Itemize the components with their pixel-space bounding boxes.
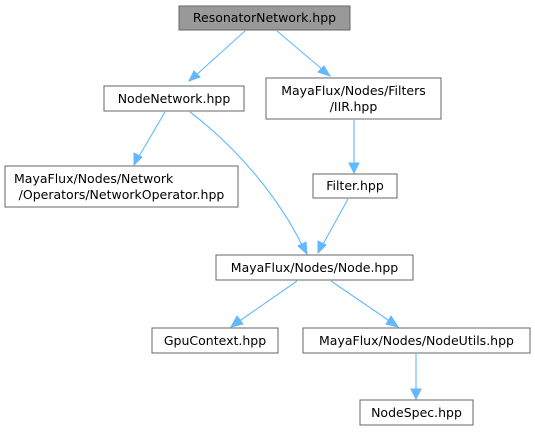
edge-nodenetwork-to-node <box>189 111 308 256</box>
node-label-line-2: /IIR.hpp <box>330 99 378 114</box>
edge-node-to-gpucontext <box>230 280 298 328</box>
node-label-line-2: /Operators/NetworkOperator.hpp <box>19 187 225 202</box>
node-label: Filter.hpp <box>326 178 384 193</box>
node-node[interactable]: MayaFlux/Nodes/Node.hpp <box>215 254 414 281</box>
node-nodeutils[interactable]: MayaFlux/Nodes/NodeUtils.hpp <box>302 327 531 354</box>
node-label: MayaFlux/Nodes/Node.hpp <box>231 260 398 275</box>
edge-nodeutils-to-nodespec <box>410 354 422 401</box>
edge-resonator-to-iir <box>276 30 332 77</box>
node-label: MayaFlux/Nodes/NodeUtils.hpp <box>319 333 514 348</box>
edge-nodenetwork-to-networkoperator <box>133 111 166 167</box>
node-label: NodeSpec.hpp <box>371 405 462 420</box>
node-networkoperator[interactable]: MayaFlux/Nodes/Network /Operators/Networ… <box>4 165 239 208</box>
edge-resonator-to-nodenetwork <box>187 30 246 82</box>
node-label-line-1: MayaFlux/Nodes/Filters <box>281 83 426 98</box>
node-label: NodeNetwork.hpp <box>118 91 231 106</box>
node-iir[interactable]: MayaFlux/Nodes/Filters /IIR.hpp <box>265 77 442 120</box>
edge-node-to-nodeutils <box>330 280 400 328</box>
node-resonatornetwork[interactable]: ResonatorNetwork.hpp <box>178 5 351 31</box>
node-nodespec[interactable]: NodeSpec.hpp <box>359 399 474 426</box>
edge-filter-to-node <box>317 198 349 255</box>
edge-iir-to-filter <box>348 120 360 175</box>
node-nodenetwork[interactable]: NodeNetwork.hpp <box>103 85 245 112</box>
node-filter[interactable]: Filter.hpp <box>312 173 398 199</box>
node-label: ResonatorNetwork.hpp <box>193 10 336 25</box>
node-label: GpuContext.hpp <box>164 333 266 348</box>
node-gpucontext[interactable]: GpuContext.hpp <box>151 327 279 354</box>
node-label-line-1: MayaFlux/Nodes/Network <box>14 171 174 186</box>
